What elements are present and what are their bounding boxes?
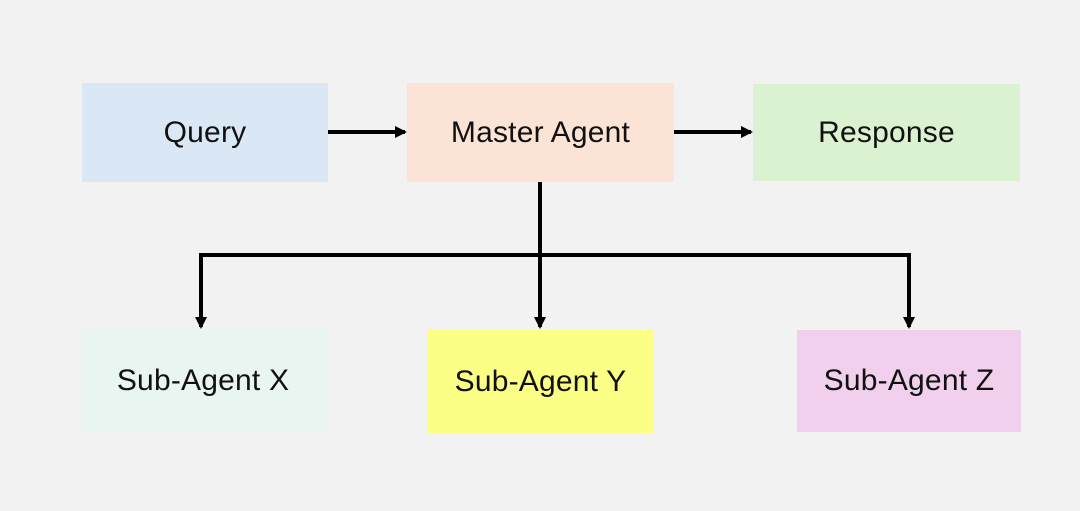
sub-agent-x-node: Sub-Agent X xyxy=(81,330,325,432)
master-agent-node-label: Master Agent xyxy=(450,115,631,149)
response-node: Response xyxy=(753,84,1020,181)
master-agent-node: Master Agent xyxy=(407,83,674,182)
sub-agent-x-node-label: Sub-Agent X xyxy=(116,364,290,397)
sub-agent-z-node: Sub-Agent Z xyxy=(797,330,1021,432)
sub-agent-z-node-label: Sub-Agent Z xyxy=(823,364,995,397)
sub-agent-y-node-label: Sub-Agent Y xyxy=(454,364,627,398)
sub-agent-y-node: Sub-Agent Y xyxy=(428,330,653,433)
response-node-label: Response xyxy=(818,115,955,149)
query-node-label: Query xyxy=(163,115,247,149)
query-node: Query xyxy=(82,83,328,182)
